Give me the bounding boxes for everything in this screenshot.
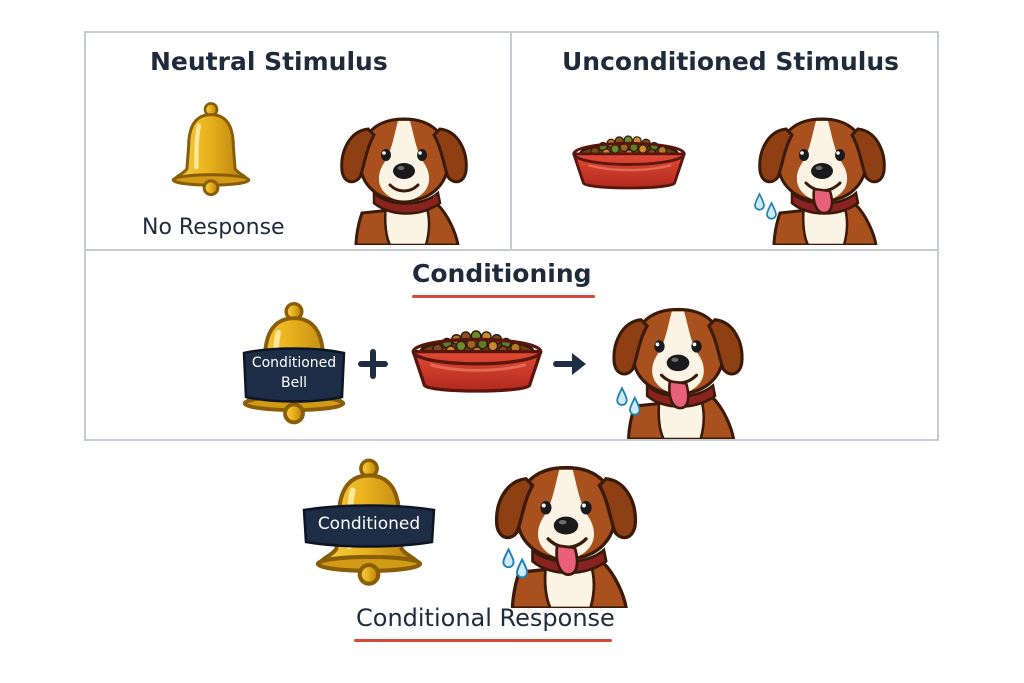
bell-label-band: [242, 347, 346, 403]
bell-label-line2: Bell: [281, 375, 307, 391]
neutral-stimulus-panel: Neutral Stimulus No Response: [84, 31, 512, 251]
bell-icon: [168, 101, 254, 197]
dog-icon: [488, 452, 644, 608]
conditional-response-caption: Conditional Response: [356, 604, 615, 632]
conditioning-underline: [412, 295, 595, 298]
dog-icon: [606, 295, 750, 439]
conditioning-title: Conditioning: [412, 259, 592, 288]
arrow-right-icon: [553, 353, 586, 375]
plus-icon: [358, 349, 388, 379]
bell-label-band: [302, 504, 436, 548]
conditioning-panel: Conditioning Conditioned Bell: [84, 249, 939, 441]
drool-drops-icon: [500, 546, 534, 580]
no-response-label: No Response: [142, 215, 285, 240]
conditional-response-underline: [354, 639, 612, 642]
drool-drops-icon: [752, 191, 782, 221]
neutral-stimulus-title: Neutral Stimulus: [150, 47, 388, 76]
drool-drops-icon: [614, 385, 646, 417]
bell-label: Conditioned: [317, 514, 421, 534]
unconditioned-stimulus-panel: Unconditioned Stimulus: [510, 31, 939, 251]
food-bowl-icon: [564, 129, 694, 195]
dog-icon: [752, 105, 892, 245]
food-bowl-icon: [402, 323, 552, 399]
unconditioned-stimulus-title: Unconditioned Stimulus: [562, 47, 900, 76]
dog-icon: [334, 105, 474, 245]
bell-label-line1: Conditioned: [251, 355, 337, 371]
